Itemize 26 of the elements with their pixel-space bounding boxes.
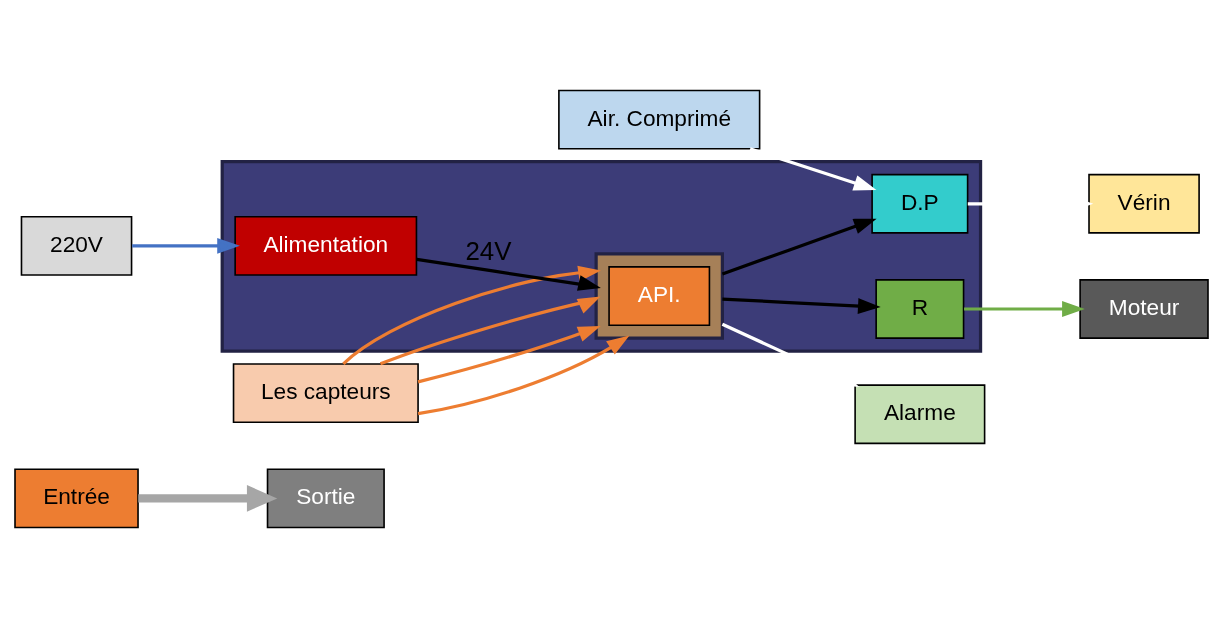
- arrow: [342, 265, 601, 365]
- node-box: Vérin: [1088, 173, 1200, 234]
- node-box: Alarme: [854, 383, 986, 444]
- arrow: [722, 297, 881, 314]
- arrow: [138, 484, 278, 512]
- arrow: [417, 325, 601, 383]
- arrow: [416, 257, 601, 291]
- arrow: [417, 334, 630, 415]
- node-box: Les capteurs: [232, 362, 419, 423]
- node-box: Air. Comprimé: [558, 89, 761, 150]
- arrow: [379, 296, 601, 365]
- arrow: [132, 237, 240, 254]
- node-box: API.: [608, 265, 711, 326]
- node-box: D.P: [871, 173, 969, 234]
- edge-label: 24V: [465, 236, 512, 265]
- node-box: Sortie: [266, 467, 385, 528]
- node-box: Moteur: [1079, 278, 1209, 339]
- arrow: [964, 300, 1085, 317]
- arrow: [749, 146, 877, 191]
- arrow: [721, 218, 877, 276]
- node-box: R: [875, 278, 965, 339]
- node-box: Entrée: [14, 467, 139, 528]
- node-box: 220V: [20, 215, 133, 276]
- arrow: [721, 322, 860, 387]
- node-box: Alimentation: [234, 215, 418, 276]
- cluster: [594, 251, 724, 340]
